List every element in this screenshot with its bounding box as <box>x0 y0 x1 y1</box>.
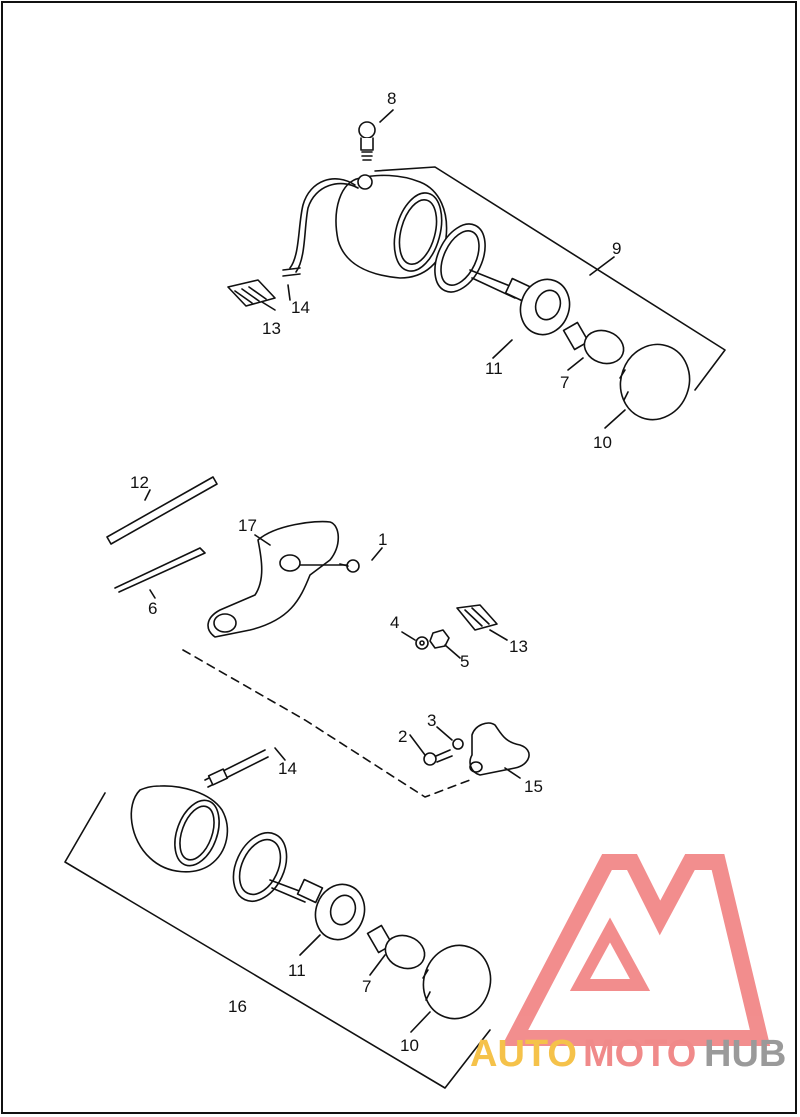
mount-15 <box>469 722 530 776</box>
dashed-guide-line <box>182 649 471 798</box>
bolt-2 <box>423 749 453 766</box>
lens-ring-top <box>434 223 486 293</box>
trim-ring-11-bottom <box>314 883 366 941</box>
callout-4: 4 <box>390 613 399 632</box>
bulb-7-bottom <box>366 924 426 970</box>
watermark-moto: MOTO <box>583 1033 696 1075</box>
callout-15: 15 <box>524 777 543 796</box>
callout-10-bottom: 10 <box>400 1036 419 1055</box>
callout-10-top: 10 <box>593 433 612 452</box>
callout-14-top: 14 <box>291 298 310 317</box>
callout-1: 1 <box>378 530 387 549</box>
connector-13-top <box>227 279 276 307</box>
callout-13-mid: 13 <box>509 637 528 656</box>
watermark-auto: AUTO <box>470 1033 577 1075</box>
callout-9: 9 <box>612 239 621 258</box>
callout-3: 3 <box>427 711 436 730</box>
connector-13-mid <box>456 604 498 631</box>
callout-11-top: 11 <box>485 359 503 378</box>
watermark-text: AUTO MOTO HUB <box>470 1033 786 1075</box>
watermark-triangle <box>501 854 771 1046</box>
callout-11-bottom: 11 <box>288 961 306 980</box>
callout-bracket-9 <box>374 166 726 391</box>
mount-17 <box>207 520 351 638</box>
trim-ring-11-top <box>519 278 571 336</box>
callout-17: 17 <box>238 516 257 535</box>
bulb-7-top <box>562 321 625 365</box>
callout-12: 12 <box>130 473 149 492</box>
callout-7-bottom: 7 <box>362 977 371 996</box>
lamp-housing-top <box>289 174 448 279</box>
lens-10-bottom <box>422 944 492 1020</box>
callout-6: 6 <box>148 599 157 618</box>
rod-12 <box>106 476 218 545</box>
callout-14-bottom: 14 <box>278 759 297 778</box>
washer-3 <box>452 738 464 750</box>
callout-bracket-16 <box>64 792 491 1089</box>
watermark-logo <box>501 854 771 1046</box>
watermark-hub: HUB <box>704 1033 786 1075</box>
callout-2: 2 <box>398 727 407 746</box>
callout-13-top: 13 <box>262 319 281 338</box>
screw-1 <box>339 559 360 573</box>
lens-ring-bottom <box>232 832 288 902</box>
lens-10-top <box>619 343 691 421</box>
cable-strap-6 <box>114 547 206 593</box>
callout-5: 5 <box>460 652 469 671</box>
ball-stud-part <box>358 121 376 161</box>
callout-8: 8 <box>387 89 396 108</box>
lamp-housing-bottom <box>130 749 269 873</box>
washer-4 <box>415 636 429 650</box>
callout-7-top: 7 <box>560 373 569 392</box>
callout-labels: 1 2 3 4 5 6 7 7 8 9 10 10 11 11 12 13 13… <box>130 89 621 1055</box>
callout-16: 16 <box>228 997 247 1016</box>
